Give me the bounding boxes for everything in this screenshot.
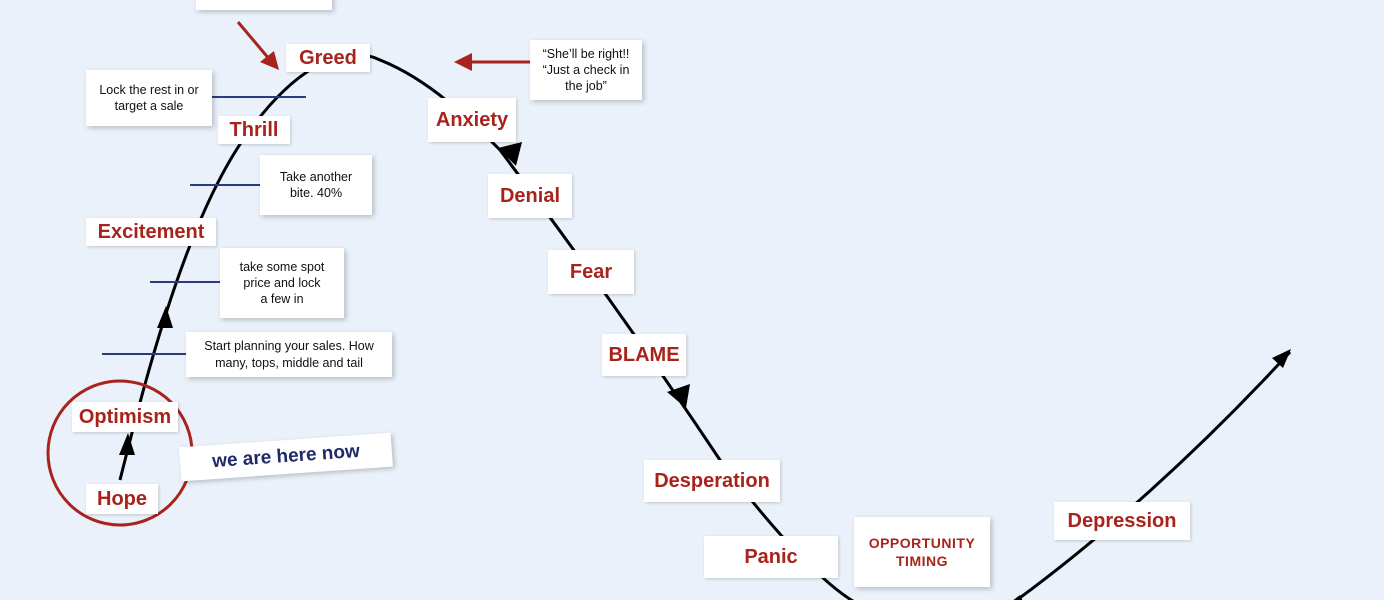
note-lock-rest: Lock the rest in or target a sale [86, 70, 212, 126]
arrow-up-hope [119, 433, 135, 455]
arrow-down-anxiety [498, 142, 522, 166]
stage-thrill: Thrill [218, 116, 290, 144]
note-shell-be-right: “She’ll be right!! “Just a check in the … [530, 40, 642, 100]
stage-blame: BLAME [602, 334, 686, 376]
stage-fear: Fear [548, 250, 634, 294]
note-start-planning: Start planning your sales. How many, top… [186, 332, 392, 377]
recovery-arrow-head [1272, 349, 1291, 368]
stage-greed: Greed [286, 44, 370, 72]
red-arrow-to-greed-head [260, 51, 279, 70]
stage-anxiety: Anxiety [428, 98, 516, 142]
top-cropped-box [196, 0, 332, 10]
stage-denial: Denial [488, 174, 572, 218]
note-take-spot: take some spot price and lock a few in [220, 248, 344, 318]
stage-hope: Hope [86, 484, 158, 514]
arrow-down-blame [667, 384, 690, 408]
note-take-bite: Take another bite. 40% [260, 155, 372, 215]
arrow-up-optimism [157, 306, 173, 328]
recovery-curve [1014, 350, 1292, 600]
stage-panic: Panic [704, 536, 838, 578]
arrow-down-panic-bottom [1013, 595, 1023, 600]
opportunity-timing-box: OPPORTUNITY TIMING [854, 517, 990, 587]
stage-excitement: Excitement [86, 218, 216, 246]
red-arrow-from-quote-head [454, 53, 472, 71]
stage-depression: Depression [1054, 502, 1190, 540]
red-arrow-to-greed [236, 21, 272, 61]
stage-optimism: Optimism [72, 402, 178, 432]
stage-desperation: Desperation [644, 460, 780, 502]
